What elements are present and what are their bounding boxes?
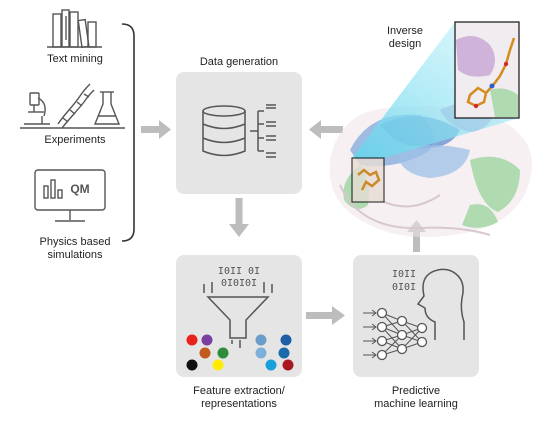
flask-icon — [93, 91, 121, 125]
ligand-selection-box — [351, 157, 385, 203]
feature-dots — [186, 334, 294, 371]
predictive-label-line2: machine learning — [374, 398, 458, 410]
text-mining-label: Text mining — [47, 53, 103, 65]
head-profile-icon — [416, 268, 465, 340]
feature-dot — [186, 359, 198, 371]
feature-extraction-label-line2: representations — [201, 398, 277, 410]
ml-binary-row2: 0I0I — [391, 282, 417, 293]
microscope-icon — [24, 92, 50, 125]
neural-network-nodes — [376, 307, 428, 361]
inverse-design-label-line2: design — [388, 38, 422, 50]
inverse-design-label-line1: Inverse — [386, 25, 424, 37]
data-generation-label: Data generation — [199, 56, 279, 68]
dna-icon — [57, 83, 95, 129]
feature-dot — [278, 347, 290, 359]
predictive-label-line1: Predictive — [391, 385, 441, 397]
arrow-sources-to-data — [141, 120, 171, 139]
feature-dot — [255, 347, 267, 359]
experiments-label: Experiments — [44, 134, 106, 146]
ml-binary-row1: I0II — [391, 269, 417, 280]
ligand-zoom-image — [454, 21, 520, 119]
database-icon — [202, 104, 276, 158]
feature-dot — [265, 359, 277, 371]
books-icon — [47, 9, 102, 49]
feature-dot — [212, 359, 224, 371]
arrow-feature-to-ml — [306, 306, 345, 325]
feature-dot — [255, 334, 267, 346]
feature-dot — [280, 334, 292, 346]
feature-dot — [217, 347, 229, 359]
feature-dot — [201, 334, 213, 346]
neural-network-icon — [363, 309, 423, 359]
arrow-data-to-feature — [229, 198, 249, 237]
feature-binary-row2: 0I0I0I — [220, 278, 258, 289]
feature-dot — [282, 359, 294, 371]
arrow-inverse-to-data — [309, 120, 343, 139]
physics-label-line2: simulations — [47, 249, 103, 261]
feature-dot — [199, 347, 211, 359]
qm-badge: QM — [70, 182, 90, 196]
funnel-icon — [203, 282, 273, 348]
feature-binary-row1: I0II 0I — [217, 266, 261, 277]
computer-monitor-icon — [34, 169, 106, 222]
sources-bracket — [121, 23, 135, 242]
data-generation-box — [176, 72, 302, 194]
feature-dot — [186, 334, 198, 346]
feature-extraction-label-line1: Feature extraction/ — [193, 385, 285, 397]
physics-label-line1: Physics based — [39, 236, 111, 248]
